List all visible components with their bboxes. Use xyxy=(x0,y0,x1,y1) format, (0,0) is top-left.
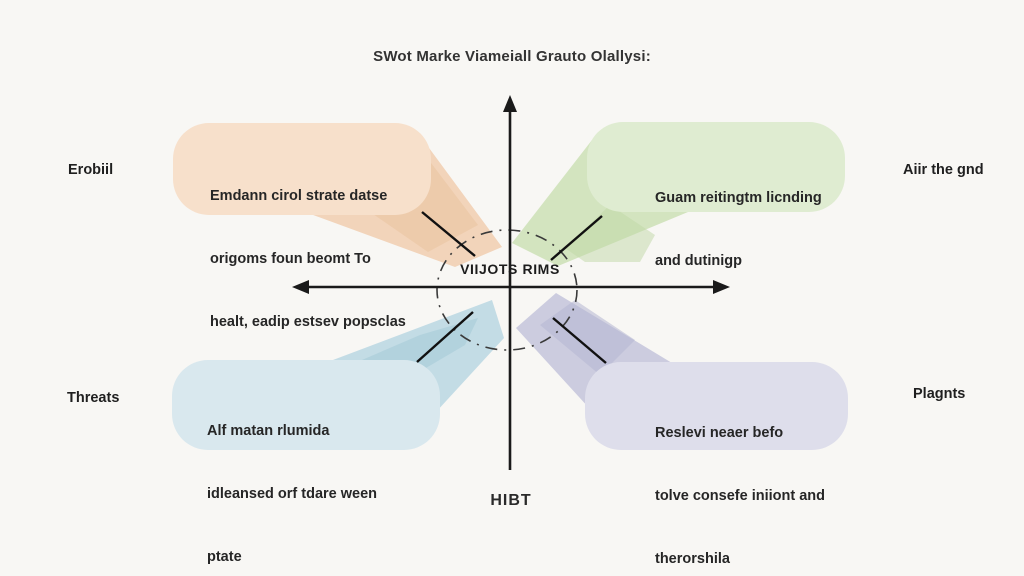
weaknesses-bubble-text: Guam reitingtm licnding and dutinigp xyxy=(655,146,822,314)
label-top-right: Aiir the gnd xyxy=(903,162,984,178)
weaknesses-tail-shade xyxy=(565,205,655,262)
strengths-bubble-text: Emdann cirol strate datse origoms foun b… xyxy=(210,144,406,375)
opportunities-tail-shade xyxy=(540,300,635,375)
text-line: ptate xyxy=(207,549,242,565)
text-line: origoms foun beomt To xyxy=(210,251,371,267)
bottom-axis-label: HIBT xyxy=(490,492,532,509)
threats-connector-line xyxy=(416,311,474,363)
opportunities-bubble xyxy=(585,362,848,450)
weaknesses-bubble xyxy=(587,122,845,212)
text-line: Guam reitingtm licnding xyxy=(655,190,822,206)
vertical-axis-arrowhead xyxy=(503,95,517,112)
center-circle-label: VIIJOTS RIMS xyxy=(460,261,560,277)
label-top-left: Erobiil xyxy=(68,162,114,178)
threats-bubble-text: Alf matan rlumida idleansed orf tdare we… xyxy=(207,379,377,576)
strengths-connector-line xyxy=(421,211,476,257)
threats-bubble xyxy=(172,360,440,450)
opportunities-connector-line xyxy=(552,317,607,364)
text-line: tolve consefe iniiont and xyxy=(655,488,825,504)
horizontal-axis-left-arrowhead xyxy=(292,280,309,294)
text-line: healt, eadip estsev popsclas xyxy=(210,314,406,330)
opportunities-bubble-text: Reslevi neaer befo tolve consefe iniiont… xyxy=(655,381,825,576)
text-line: and dutinigp xyxy=(655,253,742,269)
center-dashed-circle xyxy=(436,229,578,351)
text-line: Emdann cirol strate datse xyxy=(210,188,388,204)
weaknesses-connector-line xyxy=(550,215,603,261)
label-bottom-right: Plagnts xyxy=(913,386,966,402)
text-line: Alf matan rlumida xyxy=(207,423,330,439)
horizontal-axis-right-arrowhead xyxy=(713,280,730,294)
text-line: therorshila xyxy=(655,551,730,567)
label-bottom-left: Threats xyxy=(67,390,120,406)
strengths-bubble xyxy=(173,123,431,215)
text-line: Reslevi neaer befo xyxy=(655,425,784,441)
text-line: idleansed orf tdare ween xyxy=(207,486,378,502)
diagram-title: SWot Marke Viameiall Grauto Olallysi: xyxy=(373,48,651,65)
